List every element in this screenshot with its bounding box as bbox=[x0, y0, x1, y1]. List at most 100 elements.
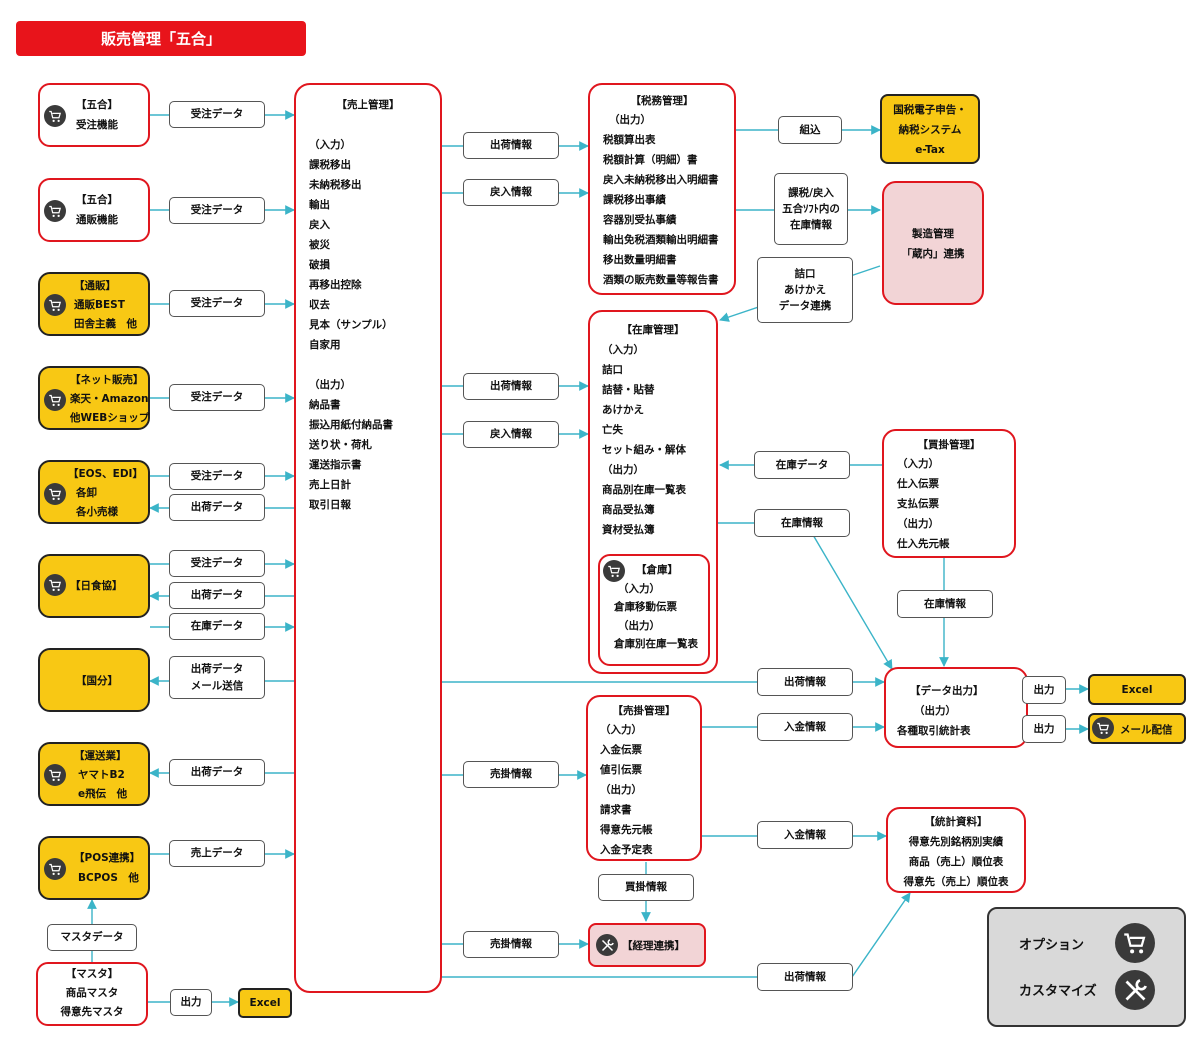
excel-label: Excel bbox=[249, 997, 281, 1009]
label-shipping-mail: 出荷データ メール送信 bbox=[169, 656, 265, 699]
source-kokubu[interactable]: 【国分】 bbox=[38, 648, 150, 712]
source-line: 田舎主義 他 bbox=[74, 318, 137, 330]
source-head: 【運送業】 bbox=[74, 750, 127, 762]
inventory-item: あけかえ bbox=[602, 404, 644, 416]
inventory-item: 商品受払簿 bbox=[602, 504, 655, 516]
source-line: e飛伝 他 bbox=[78, 788, 128, 800]
source-transport[interactable]: 【運送業】ヤマトB2 e飛伝 他 bbox=[38, 742, 150, 806]
payable-item: 仕入伝票 bbox=[897, 478, 939, 490]
tax-item: 輸出免税酒類輸出明細書 bbox=[603, 234, 719, 246]
manufacturing-line: 製造管理 bbox=[912, 228, 954, 240]
receivable-management[interactable]: 【売掛管理】 （入力） 入金伝票 値引伝票 （出力） 請求書 得意先元帳 入金予… bbox=[586, 695, 702, 861]
etax-system[interactable]: 国税電子申告・ 納税システム e-Tax bbox=[880, 94, 980, 164]
mail-delivery[interactable]: メール配信 bbox=[1088, 713, 1186, 744]
sales-item: （入力） bbox=[309, 139, 351, 151]
note-line: 五合ｿﾌﾄ内の bbox=[782, 202, 840, 215]
inventory-management[interactable]: 【在庫管理】 （入力） 詰口 詰替・貼替 あけかえ 亡失 セット組み・解体 （出… bbox=[588, 310, 718, 674]
excel-output-right[interactable]: Excel bbox=[1088, 674, 1186, 705]
receivable-item: 得意先元帳 bbox=[600, 824, 653, 836]
receivable-item: （入力） bbox=[600, 724, 642, 736]
label-payable-info: 買掛情報 bbox=[598, 874, 694, 901]
stats-item: 商品（売上）順位表 bbox=[908, 856, 1004, 868]
cart-plus-icon bbox=[44, 294, 66, 316]
source-eos-edi[interactable]: 【EOS、EDI】各卸各小売様 bbox=[38, 460, 150, 524]
stats-item: 得意先別銘柄別実績 bbox=[908, 836, 1004, 848]
source-goa-order[interactable]: 【五合】受注機能 bbox=[38, 83, 150, 147]
master-box[interactable]: 【マスタ】商品マスタ得意先マスタ bbox=[36, 962, 148, 1026]
manufacturing-line: 「蔵内」連携 bbox=[901, 248, 965, 260]
cart-plus-icon bbox=[44, 389, 66, 411]
label-sales-data: 売上データ bbox=[169, 840, 265, 867]
manufacturing-link[interactable]: 製造管理 「蔵内」連携 bbox=[882, 181, 984, 305]
master-item: 商品マスタ bbox=[65, 987, 119, 999]
label-order-data: 受注データ bbox=[169, 550, 265, 577]
sales-item: （出力） bbox=[309, 379, 351, 391]
legend-option-label: オプション bbox=[1019, 938, 1085, 953]
payable-item: 仕入先元帳 bbox=[897, 538, 950, 550]
data-output[interactable]: 【データ出力】 （出力） 各種取引統計表 bbox=[884, 667, 1028, 748]
note-line: 在庫情報 bbox=[790, 219, 832, 232]
cart-plus-icon bbox=[44, 483, 66, 505]
note-tax-return: 課税/戻入 五合ｿﾌﾄ内の 在庫情報 bbox=[774, 173, 848, 245]
source-goa-mailorder[interactable]: 【五合】通販機能 bbox=[38, 178, 150, 242]
mail-delivery-label: メール配信 bbox=[1120, 724, 1173, 736]
note-line: データ連携 bbox=[778, 300, 832, 313]
source-line: 通販機能 bbox=[76, 214, 118, 226]
label-shipping-info: 出荷情報 bbox=[463, 373, 559, 400]
label-shipping-data: 出荷データ bbox=[169, 582, 265, 609]
source-line: 他WEBショップ bbox=[70, 412, 150, 424]
tax-item: 移出数量明細書 bbox=[603, 254, 677, 266]
sales-management[interactable]: 【売上管理】 （入力） 課税移出 未納税移出 輸出 戻入 被災 破損 再移出控除… bbox=[294, 83, 442, 993]
receivable-item: 入金伝票 bbox=[600, 744, 642, 756]
label-shipping-info: 出荷情報 bbox=[463, 132, 559, 159]
etax-line: 納税システム bbox=[898, 124, 962, 136]
stats-head: 【統計資料】 bbox=[924, 816, 988, 828]
inventory-head: 【在庫管理】 bbox=[621, 324, 685, 336]
source-line: ヤマトB2 bbox=[78, 769, 125, 781]
sales-item: 収去 bbox=[309, 299, 330, 311]
tax-item: 税額算出表 bbox=[603, 134, 656, 146]
tax-item: 課税移出事績 bbox=[603, 194, 666, 206]
sales-item: 輸出 bbox=[309, 199, 330, 211]
note-bottling: 詰口 あけかえ データ連携 bbox=[757, 257, 853, 323]
accounting-link[interactable]: 【経理連携】 bbox=[588, 923, 706, 967]
inventory-item: 詰替・貼替 bbox=[602, 384, 655, 396]
cart-plus-icon bbox=[44, 764, 66, 786]
tools-icon bbox=[1115, 970, 1155, 1010]
inventory-item: セット組み・解体 bbox=[602, 444, 686, 456]
legend: オプション カスタマイズ bbox=[987, 907, 1186, 1027]
payable-management[interactable]: 【買掛管理】 （入力） 仕入伝票 支払伝票 （出力） 仕入先元帳 bbox=[882, 429, 1016, 558]
source-line: 各小売様 bbox=[76, 506, 118, 518]
accounting-label: 【経理連携】 bbox=[622, 940, 685, 952]
label-return-info: 戻入情報 bbox=[463, 179, 559, 206]
cart-plus-icon bbox=[44, 105, 66, 127]
source-line: 各卸 bbox=[76, 487, 97, 499]
excel-label: Excel bbox=[1121, 683, 1153, 696]
sales-item: 戻入 bbox=[309, 219, 330, 231]
source-line: BCPOS 他 bbox=[78, 872, 139, 884]
sales-item: 自家用 bbox=[309, 339, 341, 351]
statistics[interactable]: 【統計資料】 得意先別銘柄別実績 商品（売上）順位表 得意先（売上）順位表 bbox=[886, 807, 1026, 893]
label-output: 出力 bbox=[170, 989, 212, 1016]
tax-management[interactable]: 【税務管理】 （出力） 税額算出表 税額計算（明細）書 戻入未納税移出入明細書 … bbox=[588, 83, 736, 295]
source-head: 【日食協】 bbox=[70, 580, 123, 592]
source-pos[interactable]: 【POS連携】BCPOS 他 bbox=[38, 836, 150, 900]
sales-item: 再移出控除 bbox=[309, 279, 362, 291]
warehouse-box[interactable]: 【倉庫】 （入力） 倉庫移動伝票 （出力） 倉庫別在庫一覧表 bbox=[598, 554, 710, 666]
warehouse-item: （出力） bbox=[618, 619, 660, 632]
label-stock-data: 在庫データ bbox=[754, 451, 850, 479]
label-order-data: 受注データ bbox=[169, 463, 265, 490]
label-receivable-info: 売掛情報 bbox=[463, 761, 559, 788]
receivable-item: （出力） bbox=[600, 784, 642, 796]
inventory-item: 資材受払簿 bbox=[602, 524, 655, 536]
sales-head: 【売上管理】 bbox=[336, 99, 400, 111]
label-stock-info: 在庫情報 bbox=[897, 590, 993, 618]
label-order-data: 受注データ bbox=[169, 290, 265, 317]
label-payment-info: 入金情報 bbox=[757, 821, 853, 849]
excel-output-left[interactable]: Excel bbox=[238, 988, 292, 1018]
inventory-item: （出力） bbox=[602, 464, 644, 476]
inventory-item: （入力） bbox=[602, 344, 644, 356]
source-nisshokukyo[interactable]: 【日食協】 bbox=[38, 554, 150, 618]
